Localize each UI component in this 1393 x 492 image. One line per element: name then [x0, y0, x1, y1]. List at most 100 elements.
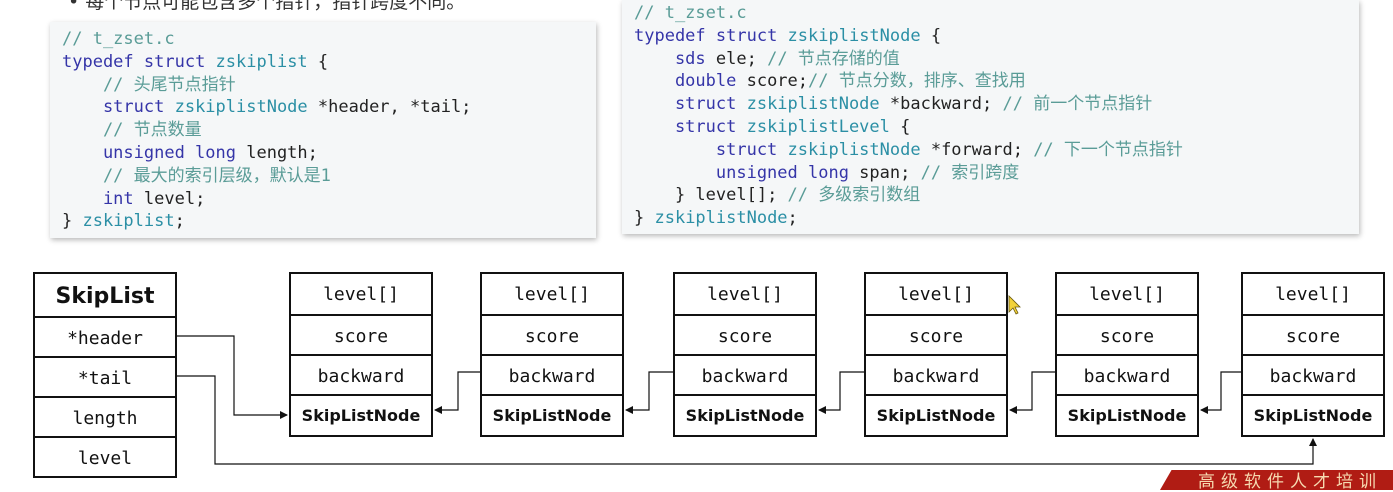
- node-field-backward: backward: [866, 354, 1006, 396]
- node-field-backward: backward: [1057, 354, 1197, 396]
- node-field-backward: backward: [291, 354, 431, 396]
- code-token: ele;: [715, 48, 768, 69]
- code-token: zskiplist: [82, 211, 175, 232]
- code-token: *backward;: [879, 94, 1003, 115]
- node-title: SkipListNode: [675, 394, 815, 435]
- backward-arrow-3: [625, 371, 673, 414]
- code-token: struct: [133, 51, 216, 72]
- code-line: typedef struct zskiplist {: [62, 51, 596, 74]
- code-token: struct: [705, 25, 788, 46]
- skiplist-struct: SkipList *header *tail length level: [33, 272, 177, 478]
- code-line: int level;: [62, 188, 596, 211]
- code-token: }: [634, 185, 696, 206]
- code-line: unsigned long span; // 索引跨度: [634, 162, 1359, 185]
- code-token: {: [920, 25, 942, 46]
- code-token: typedef: [634, 25, 706, 46]
- skiplist-field-tail: *tail: [35, 356, 175, 398]
- node-title: SkipListNode: [866, 394, 1006, 435]
- code-line: } zskiplist;: [62, 210, 596, 233]
- code-token: span;: [859, 162, 921, 183]
- code-token: // 节点存储的值: [767, 48, 900, 69]
- code-token: // 头尾节点指针: [62, 74, 236, 95]
- node-field-backward: backward: [675, 354, 815, 396]
- code-token: // 前一个节点指针: [1002, 94, 1153, 115]
- code-token: *header, *tail;: [307, 97, 472, 118]
- skiplist-field-length: length: [35, 396, 175, 438]
- mouse-cursor-icon: [1008, 295, 1021, 315]
- code-line: // t_zset.c: [62, 28, 596, 51]
- skiplist-field-level: level: [35, 436, 175, 478]
- code-token: zskiplistNode: [746, 94, 880, 115]
- backward-arrow-5: [1009, 371, 1055, 414]
- node-title: SkipListNode: [291, 394, 431, 435]
- code-token: // t_zset.c: [634, 3, 747, 23]
- node-field-score: score: [291, 314, 431, 356]
- code-token: struct: [634, 94, 747, 115]
- skiplist-field-header: *header: [35, 316, 175, 358]
- node-field-level: level[]: [1089, 283, 1165, 305]
- code-token: // 节点分数，排序、查找用: [808, 71, 1026, 92]
- code-token: // t_zset.c: [62, 29, 175, 49]
- code-line: // 节点数量: [62, 119, 596, 142]
- code-token: zskiplistNode: [654, 208, 788, 229]
- code-token: // 最大的索引层级，默认是1: [62, 165, 331, 186]
- skiplist-title: SkipList: [55, 283, 155, 309]
- code-token: length;: [246, 142, 318, 163]
- code-token: ;: [787, 208, 798, 229]
- code-line: struct zskiplistNode *backward; // 前一个节点…: [634, 93, 1359, 116]
- node-field-level: level[]: [323, 283, 399, 305]
- code-line: unsigned long length;: [62, 142, 596, 165]
- code-token: int: [62, 188, 144, 209]
- code-token: double: [634, 71, 747, 92]
- code-token: zskiplist: [215, 51, 308, 72]
- code-line: } zskiplistNode;: [634, 207, 1359, 230]
- node-title: SkipListNode: [482, 394, 622, 435]
- top-note: • 每个节点可能包含多个指针，指针跨度不同。: [68, 0, 466, 13]
- backward-arrow-4: [818, 371, 864, 414]
- code-token: zskiplistNode: [787, 25, 921, 46]
- code-token: {: [307, 51, 329, 72]
- code-line: struct zskiplistNode *forward; // 下一个节点指…: [634, 139, 1359, 162]
- code-token: {: [889, 116, 911, 137]
- code-line: // t_zset.c: [634, 2, 1359, 25]
- code-token: struct: [62, 97, 175, 118]
- code-token: }: [62, 211, 83, 232]
- code-line: struct zskiplistNode *header, *tail;: [62, 96, 596, 119]
- code-token: }: [634, 208, 655, 229]
- tail-pointer-arrow: [177, 375, 1317, 465]
- node-field-score: score: [1243, 314, 1383, 356]
- node-field-score: score: [675, 314, 815, 356]
- code-token: level[];: [695, 185, 788, 206]
- code-token: typedef: [62, 51, 134, 72]
- code-line: } level[]; // 多级索引数组: [634, 184, 1359, 207]
- code-token: // 下一个节点指针: [1033, 139, 1183, 160]
- backward-arrow-2: [434, 371, 480, 414]
- node-title: SkipListNode: [1243, 394, 1383, 435]
- code-token: struct: [634, 116, 747, 137]
- code-line: // 最大的索引层级，默认是1: [62, 165, 596, 188]
- code-line: double score;// 节点分数，排序、查找用: [634, 70, 1359, 93]
- code-token: zskiplistLevel: [746, 116, 890, 137]
- node-title: SkipListNode: [1057, 394, 1197, 435]
- code-token: unsigned long: [62, 142, 247, 163]
- node-field-level: level[]: [1275, 283, 1351, 305]
- code-token: zskiplistNode: [787, 139, 921, 160]
- code-line: typedef struct zskiplistNode {: [634, 25, 1359, 48]
- node-field-backward: backward: [1243, 354, 1383, 396]
- backward-arrow-6: [1200, 371, 1241, 414]
- node-field-level: level[]: [898, 283, 974, 305]
- node-field-backward: backward: [482, 354, 622, 396]
- code-line: struct zskiplistLevel {: [634, 116, 1359, 139]
- node-field-score: score: [1057, 314, 1197, 356]
- node-field-score: score: [482, 314, 622, 356]
- code-token: *forward;: [920, 139, 1034, 160]
- node-field-level: level[]: [514, 283, 590, 305]
